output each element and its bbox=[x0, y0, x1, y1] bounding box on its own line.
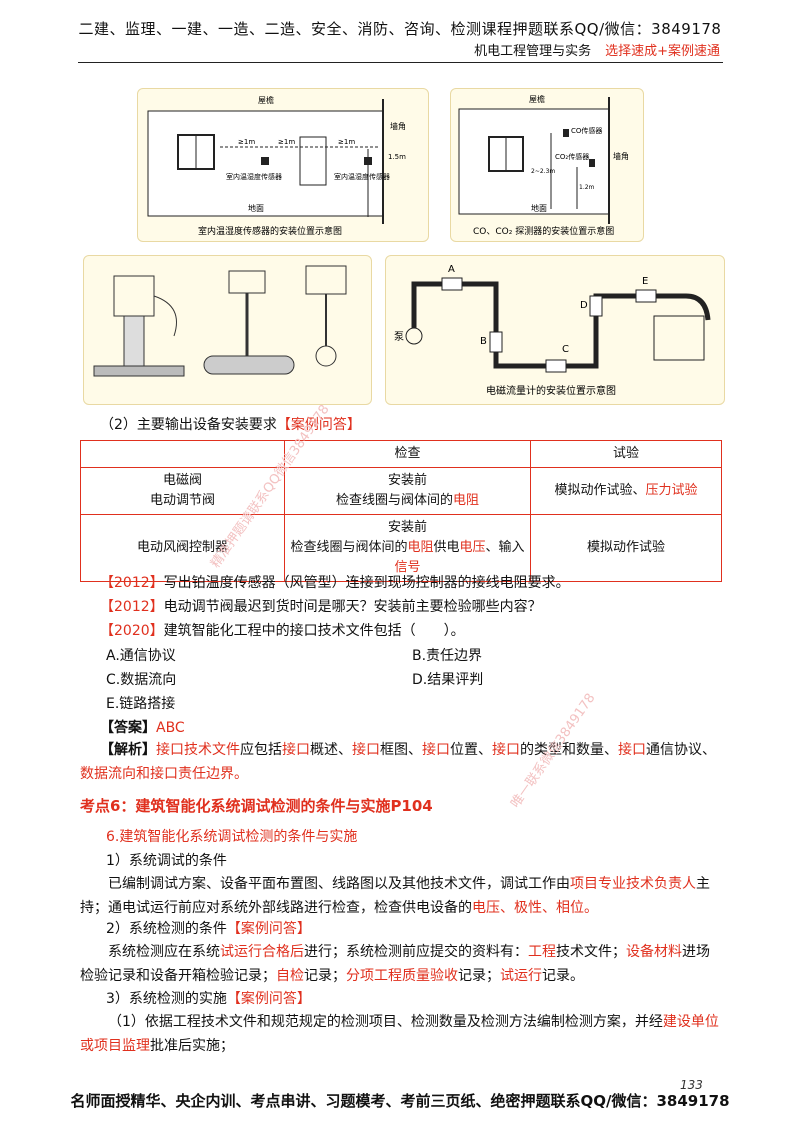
question-2: 【2012】电动调节阀最迟到货时间是哪天？安装前主要检验哪些内容？ bbox=[100, 599, 542, 615]
point-e: E bbox=[642, 276, 648, 287]
corner-label: 墙角 bbox=[390, 121, 406, 131]
answer: 【答案】ABC bbox=[100, 720, 185, 736]
header-subject: 机电工程管理与实务选择速成+案例速通 bbox=[474, 40, 720, 59]
figure-caption: CO、CO₂ 探测器的安装位置示意图 bbox=[473, 225, 614, 237]
row2-check: 安装前检查线圈与阀体间的电阻供电电压、输入信号 bbox=[284, 514, 531, 582]
ceiling-label: 屋檐 bbox=[529, 94, 545, 104]
figure-temp-humidity-sensor: 屋檐 墙角 ≥1m ≥1m ≥1m 1.5m 室内温湿度传感器 室内温湿度传感器… bbox=[137, 88, 429, 242]
heading-test-conditions: 2）系统检测的条件【案例问答】 bbox=[106, 921, 311, 937]
header-tagline: 选择速成+案例速通 bbox=[605, 44, 720, 59]
height-label-1: 2~2.3m bbox=[531, 168, 555, 175]
heading-test-implementation: 3）系统检测的实施【案例问答】 bbox=[106, 991, 311, 1007]
pump-label: 泵 bbox=[394, 331, 404, 343]
table-header-row: 检查 试验 bbox=[80, 440, 722, 468]
question-3: 【2020】建筑智能化工程中的接口技术文件包括（ ）。 bbox=[100, 623, 465, 639]
option-c: C.数据流向 bbox=[106, 672, 177, 688]
subject-title: 机电工程管理与实务 bbox=[474, 44, 592, 59]
output-device-table: 检查 试验 电磁阀电动调节阀 安装前检查线圈与阀体间的电阻 模拟动作试验、压力试… bbox=[80, 440, 722, 582]
table-row: 电磁阀电动调节阀 安装前检查线圈与阀体间的电阻 模拟动作试验、压力试验 bbox=[80, 467, 722, 515]
floor-label: 地面 bbox=[531, 203, 547, 213]
co-sensor-label: CO传感器 bbox=[571, 126, 602, 135]
question-1: 【2012】写出铂温度传感器（风管型）连接到现场控制器的接线电阻要求。 bbox=[100, 575, 570, 591]
corner-label: 墙角 bbox=[613, 151, 629, 161]
section-heading: （2）主要输出设备安装要求 bbox=[100, 417, 277, 433]
option-b: B.责任边界 bbox=[412, 648, 483, 664]
point-b: B bbox=[480, 336, 487, 347]
height-label-2: 1.2m bbox=[579, 184, 595, 191]
table-header-test: 试验 bbox=[530, 440, 722, 468]
section-title: （2）主要输出设备安装要求【案例问答】 bbox=[100, 414, 361, 434]
table-row: 电动风阀控制器 安装前检查线圈与阀体间的电阻供电电压、输入信号 模拟动作试验 bbox=[80, 514, 722, 582]
co2-sensor-label: CO₂传感器 bbox=[555, 152, 589, 161]
row1-device: 电磁阀电动调节阀 bbox=[80, 467, 285, 515]
point-c: C bbox=[562, 344, 569, 355]
header-top: 二建、监理、一建、一造、二造、安全、消防、咨询、检测课程押题联系QQ/微信：38… bbox=[78, 20, 722, 38]
figure-co-detector-diagram: 屋檐 墙角 CO传感器 CO₂传感器 2~2.3m 1.2m 地面 CO、CO₂… bbox=[458, 94, 629, 237]
kaodian-heading: 考点6：建筑智能化系统调试检测的条件与实施P104 bbox=[80, 797, 433, 815]
dist-label-2: ≥1m bbox=[278, 138, 295, 146]
point-d: D bbox=[580, 300, 588, 311]
page-number: 133 bbox=[680, 1078, 703, 1092]
para-debug-conditions: 已编制调试方案、设备平面布置图、线路图以及其他技术文件，调试工作由项目专业技术负… bbox=[80, 876, 710, 916]
figure-caption: 室内温湿度传感器的安装位置示意图 bbox=[198, 225, 342, 237]
figure-flowmeter: A B C D E 泵 电磁流量计的安装位置示意图 bbox=[385, 255, 725, 405]
ceiling-label: 屋檐 bbox=[258, 95, 274, 105]
heading-debug-conditions: 1）系统调试的条件 bbox=[106, 853, 227, 869]
table-header-device bbox=[80, 440, 285, 468]
figure-sensor-installations-drawing bbox=[93, 265, 347, 377]
option-e: E.链路搭接 bbox=[106, 696, 176, 712]
figure-caption: 电磁流量计的安装位置示意图 bbox=[486, 384, 616, 397]
para-test-conditions: 系统检测应在系统试运行合格后进行；系统检测前应提交的资料有：工程技术文件；设备材… bbox=[80, 944, 710, 984]
para-test-implementation: （1）依据工程技术文件和规范规定的检测项目、检测数量及检测方法编制检测方案，并经… bbox=[80, 1014, 719, 1054]
table-header-check: 检查 bbox=[284, 440, 531, 468]
analysis: 【解析】接口技术文件应包括接口概述、接口框图、接口位置、接口的类型和数量、接口通… bbox=[80, 742, 716, 782]
floor-label: 地面 bbox=[248, 203, 264, 213]
option-a: A.通信协议 bbox=[106, 648, 176, 664]
row2-test: 模拟动作试验 bbox=[530, 514, 722, 582]
figure-sensor-installations bbox=[83, 255, 372, 405]
case-tag: 【案例问答】 bbox=[276, 417, 361, 433]
row1-test: 模拟动作试验、压力试验 bbox=[530, 467, 722, 515]
sensor-label-1: 室内温湿度传感器 bbox=[226, 172, 282, 181]
figure-temp-humidity-diagram: 屋檐 墙角 ≥1m ≥1m ≥1m 1.5m 室内温湿度传感器 室内温湿度传感器… bbox=[147, 95, 406, 237]
figure-flowmeter-diagram: A B C D E 泵 电磁流量计的安装位置示意图 bbox=[394, 264, 711, 397]
figure-co-detector: 屋檐 墙角 CO传感器 CO₂传感器 2~2.3m 1.2m 地面 CO、CO₂… bbox=[450, 88, 644, 242]
point-a: A bbox=[448, 264, 455, 275]
header-rule bbox=[78, 62, 723, 63]
footer-text: 名师面授精华、央企内训、考点串讲、习题模考、考前三页纸、绝密押题联系QQ/微信：… bbox=[70, 1092, 730, 1110]
height-label: 1.5m bbox=[388, 153, 406, 161]
sensor-label-2: 室内温湿度传感器 bbox=[334, 172, 390, 181]
dist-label-1: ≥1m bbox=[238, 138, 255, 146]
row1-check: 安装前检查线圈与阀体间的电阻 bbox=[284, 467, 531, 515]
row2-device: 电动风阀控制器 bbox=[80, 514, 285, 582]
dist-label-3: ≥1m bbox=[338, 138, 355, 146]
option-d: D.结果评判 bbox=[412, 672, 484, 688]
subsection-heading: 6.建筑智能化系统调试检测的条件与实施 bbox=[106, 829, 358, 845]
